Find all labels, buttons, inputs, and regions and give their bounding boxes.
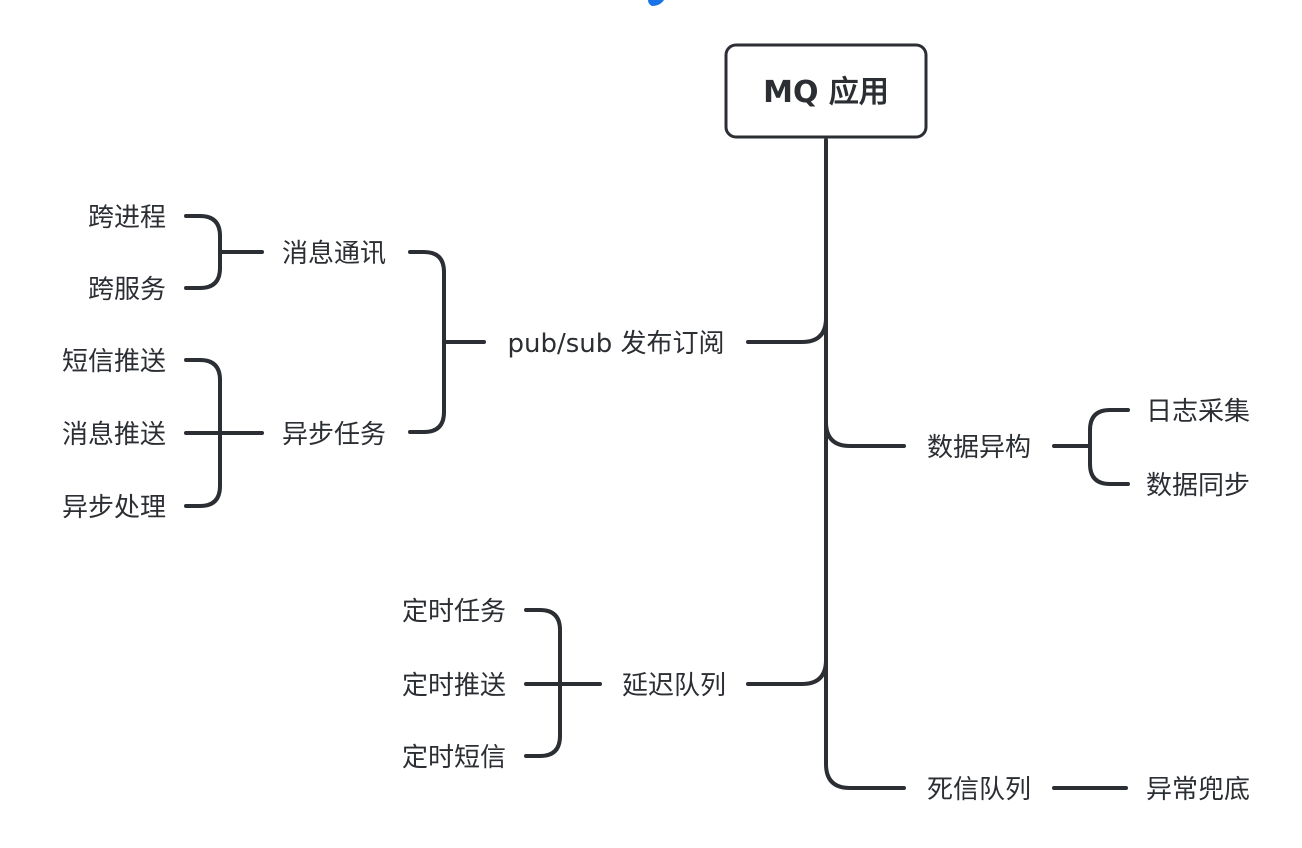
data-hetero-bracket-line xyxy=(1088,408,1130,486)
root-node-box xyxy=(724,43,928,139)
pubsub-bracket-line xyxy=(408,250,446,434)
main-trunk-line xyxy=(746,138,828,344)
node-async-task[interactable]: 异步任务 xyxy=(282,420,386,450)
leaf-node[interactable]: 定时推送 xyxy=(402,671,506,701)
trunk-to-delay-queue-line xyxy=(746,420,828,686)
root-node-label: MQ 应用 xyxy=(763,75,889,110)
node-pubsub[interactable]: pub/sub 发布订阅 xyxy=(507,329,724,359)
accent-mark xyxy=(648,0,664,6)
leaf-node[interactable]: 跨进程 xyxy=(88,203,166,233)
leaf-node[interactable]: 定时短信 xyxy=(402,743,506,773)
node-delay-queue[interactable]: 延迟队列 xyxy=(622,671,726,701)
leaf-node[interactable]: 异步处理 xyxy=(62,493,166,523)
root-node[interactable]: MQ 应用 xyxy=(724,43,928,139)
trunk-to-data-hetero-line xyxy=(824,316,906,448)
leaf-node[interactable]: 跨服务 xyxy=(88,275,166,305)
leaf-node[interactable]: 消息推送 xyxy=(62,420,166,450)
node-data-hetero[interactable]: 数据异构 xyxy=(927,433,1031,463)
leaf-node[interactable]: 短信推送 xyxy=(62,347,166,377)
messaging-bracket-line xyxy=(184,214,222,290)
leaf-node[interactable]: 定时任务 xyxy=(402,597,506,627)
connector-lines xyxy=(184,138,1130,790)
leaf-node[interactable]: 异常兜底 xyxy=(1146,775,1250,805)
leaf-node[interactable]: 日志采集 xyxy=(1146,397,1250,427)
trunk-to-dead-letter-line xyxy=(824,658,906,790)
leaf-node[interactable]: 数据同步 xyxy=(1146,471,1250,501)
node-dead-letter[interactable]: 死信队列 xyxy=(927,775,1031,805)
node-messaging[interactable]: 消息通讯 xyxy=(282,239,386,269)
